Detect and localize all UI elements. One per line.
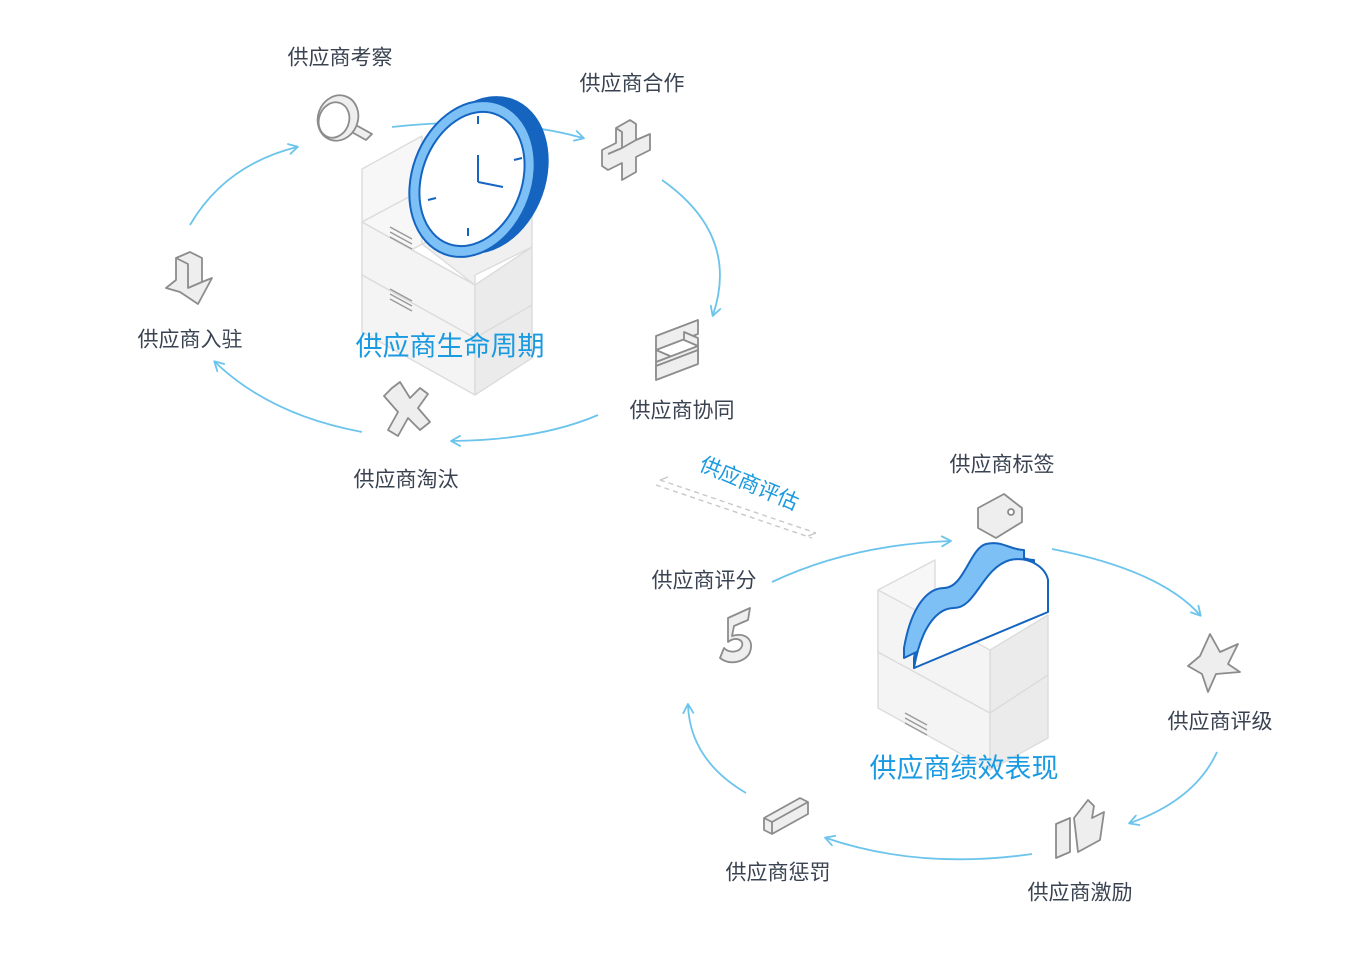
- magnifier-icon: [316, 94, 373, 142]
- stage-label-rating: 供应商评级: [1167, 709, 1273, 734]
- s-shape-icon: [655, 319, 699, 381]
- arrow-score-to-tag: [771, 535, 952, 583]
- stage-label-penalty: 供应商惩罚: [725, 860, 831, 885]
- plus-icon: [601, 119, 651, 181]
- arrow-rating-to-incentive: [1128, 751, 1218, 826]
- performance-title: 供应商绩效表现: [869, 753, 1059, 785]
- number-five-icon: [719, 607, 752, 664]
- stage-label-tag: 供应商标签: [949, 452, 1055, 477]
- star-icon: [1187, 633, 1241, 693]
- arrow-eliminate-to-onboard: [213, 360, 363, 433]
- minus-icon: [763, 797, 809, 835]
- stage-label-inspect: 供应商考察: [287, 45, 393, 70]
- arrow-penalty-to-score: [682, 703, 747, 794]
- stage-label-incentive: 供应商激励: [1027, 880, 1133, 905]
- arrow-tag-to-rating: [1051, 548, 1202, 617]
- stage-label-eliminate: 供应商淘汰: [353, 467, 459, 492]
- lifecycle-title: 供应商生命周期: [355, 331, 545, 363]
- stage-label-score: 供应商评分: [651, 568, 757, 593]
- clock-icon: [408, 96, 549, 258]
- arrow-collaborate-to-eliminate: [450, 414, 599, 447]
- arrow-incentive-to-penalty: [824, 834, 1033, 861]
- arrow-onboard-to-inspect: [189, 143, 299, 226]
- arrow-cooperate-to-collaborate: [661, 179, 722, 317]
- evaluation-link: [655, 476, 817, 539]
- tag-icon: [977, 493, 1023, 539]
- stage-label-collaborate: 供应商协同: [629, 398, 735, 423]
- down-arrow-icon: [165, 251, 213, 305]
- stage-label-onboard: 供应商入驻: [137, 327, 243, 352]
- thumbs-up-icon: [1055, 799, 1105, 859]
- performance-arrows: [682, 535, 1218, 861]
- cross-icon: [383, 381, 431, 437]
- wave-chart-icon: [903, 542, 1049, 669]
- stage-label-cooperate: 供应商合作: [579, 71, 685, 96]
